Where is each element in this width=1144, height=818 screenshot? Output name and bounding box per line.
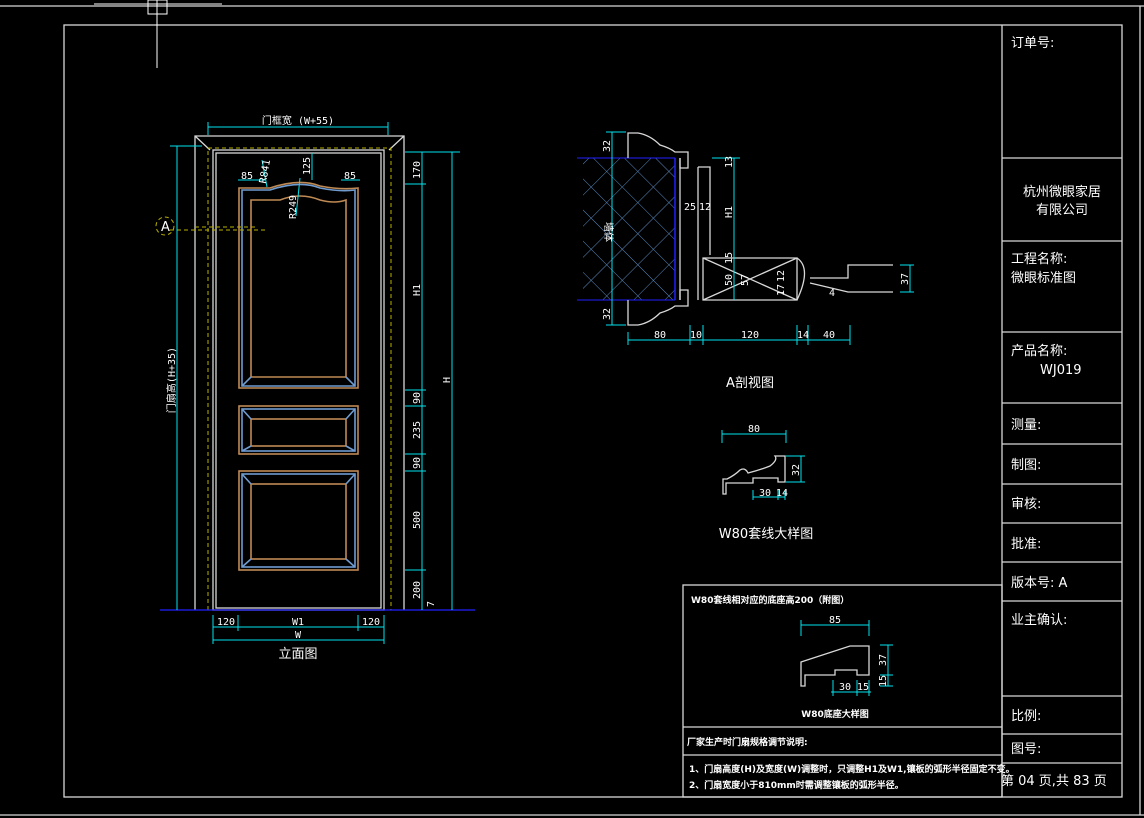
- notes-heading: 厂家生产时门扇规格调节说明:: [687, 736, 808, 748]
- base-detail-title: W80底座大样图: [801, 708, 868, 720]
- base-dim-width: 85: [829, 615, 841, 626]
- order-no-label: 订单号:: [1011, 36, 1054, 51]
- right-dim-235: 235: [412, 421, 423, 439]
- company-name-line1: 杭州微眼家居: [1023, 184, 1101, 200]
- section-marker-label: A: [161, 220, 170, 235]
- section-dim-37: 37: [900, 273, 911, 285]
- scale-label: 比例:: [1011, 709, 1041, 724]
- base-dim-height: 37: [878, 654, 889, 666]
- base-dim-lip: 15: [878, 675, 889, 687]
- project-label: 工程名称:: [1011, 251, 1067, 267]
- elevation-title: 立面图: [278, 647, 317, 662]
- section-dim-top: 32: [602, 140, 613, 152]
- top-dim-right: 85: [344, 171, 356, 182]
- overall-height-dim: H: [442, 377, 453, 383]
- product-label: 产品名称:: [1011, 343, 1067, 359]
- drawn-label: 制图:: [1011, 458, 1041, 473]
- right-dim-h1: H1: [412, 284, 423, 296]
- right-dim-170: 170: [412, 161, 423, 179]
- notes-box: W80套线相对应的底座高200（附图） 85 37 15 30 15 W80底座…: [682, 584, 1015, 798]
- frame-width-dim: 门框宽 (W+55): [262, 114, 334, 127]
- section-dim-12b: 12: [776, 270, 787, 282]
- w80-dim-14: 14: [776, 488, 788, 499]
- sheet-border: [0, 5, 1144, 816]
- w80-dim-height: 32: [791, 464, 802, 476]
- radius-dim: R249: [288, 195, 299, 219]
- bottom-dim-w1: W1: [292, 617, 304, 628]
- section-dim-120: 120: [741, 330, 759, 341]
- section-dim-50: 50: [724, 274, 735, 286]
- measure-label: 测量:: [1011, 418, 1041, 433]
- section-dim-12: 12: [699, 202, 711, 213]
- section-dim-13: 13: [724, 156, 735, 168]
- section-a-view: 32 32 13 25 12 H1 15 50 57 17 12 37 4 80…: [577, 131, 914, 391]
- section-dim-bottom: 32: [602, 308, 613, 320]
- overall-width-dim: W: [295, 630, 302, 641]
- base-dim-edge: 15: [857, 682, 869, 693]
- owner-confirm-label: 业主确认:: [1011, 613, 1067, 628]
- section-dim-4: 4: [829, 288, 835, 299]
- section-dim-17: 17: [776, 284, 787, 296]
- top-dim-rise: 125: [302, 157, 313, 175]
- base-dim-slot: 30: [839, 682, 851, 693]
- review-label: 审核:: [1011, 497, 1041, 512]
- w80-title: W80套线大样图: [719, 526, 813, 542]
- approve-label: 批准:: [1011, 537, 1041, 552]
- section-dim-15: 15: [724, 252, 735, 264]
- right-dim-90a: 90: [412, 392, 423, 404]
- base-heading: W80套线相对应的底座高200（附图）: [691, 594, 849, 606]
- note-item-2: 2、门扇宽度小于810mm时需调整镶板的弧形半径。: [689, 779, 904, 791]
- bottom-dim-right: 120: [362, 617, 380, 628]
- section-dim-40: 40: [823, 330, 835, 341]
- w80-casing-detail: 80 32 30 14 W80套线大样图: [719, 424, 813, 542]
- section-title: A剖视图: [726, 376, 774, 391]
- door-elevation: A 门框宽 (W+55) 门扇高(H+35) 85 R841 125 85 R2…: [155, 114, 475, 662]
- product-value: WJ019: [1040, 363, 1082, 378]
- leaf-height-dim: 门扇高(H+35): [165, 347, 178, 413]
- section-dim-h1: H1: [724, 206, 735, 218]
- top-dim-left: 85: [241, 171, 253, 182]
- project-value: 微眼标准图: [1011, 271, 1076, 286]
- section-dim-14: 14: [797, 330, 809, 341]
- right-dim-200: 200: [412, 581, 423, 599]
- wall-label: 墙体: [602, 222, 615, 242]
- floor-gap-dim: 7: [426, 601, 437, 607]
- company-name-line2: 有限公司: [1036, 203, 1088, 218]
- bottom-dim-left: 120: [217, 617, 235, 628]
- w80-dim-30: 30: [759, 488, 771, 499]
- right-dim-90b: 90: [412, 457, 423, 469]
- version-label: 版本号: A: [1011, 576, 1068, 591]
- right-dim-500: 500: [412, 511, 423, 529]
- section-dim-10: 10: [690, 330, 702, 341]
- w80-dim-width: 80: [748, 424, 760, 435]
- section-dim-25: 25: [684, 202, 696, 213]
- top-dim-arc: R841: [258, 159, 273, 185]
- drawing-no-label: 图号:: [1011, 742, 1041, 757]
- page-indicator: 第 04 页,共 83 页: [1001, 774, 1107, 789]
- crosshair-cursor-icon: [94, 0, 222, 68]
- section-dim-80: 80: [654, 330, 666, 341]
- section-dim-57: 57: [740, 274, 751, 286]
- title-block: 订单号: 杭州微眼家居 有限公司 工程名称: 微眼标准图 产品名称: WJ019…: [1001, 25, 1122, 797]
- note-item-1: 1、门扇高度(H)及宽度(W)调整时，只调整H1及W1,镶板的弧形半径固定不变。: [689, 763, 1015, 775]
